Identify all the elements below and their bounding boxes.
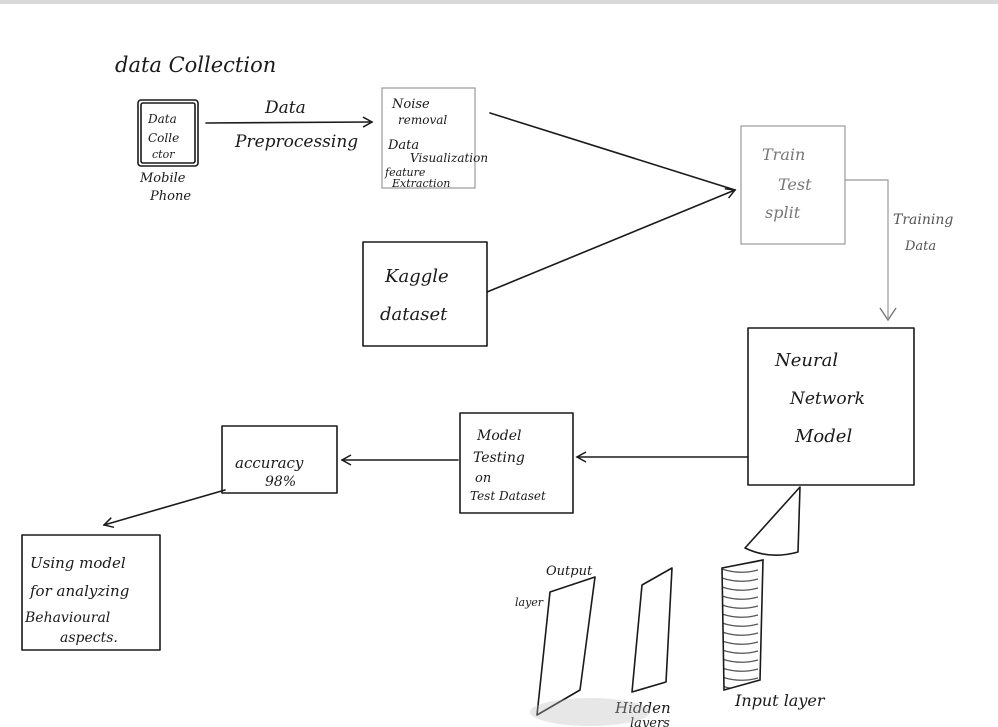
- diagram-title: data Collection: [115, 53, 276, 77]
- box-text: Data: [387, 138, 419, 153]
- box-text: on: [475, 471, 491, 486]
- input-layer: Input layer: [721, 559, 826, 710]
- preprocessing-box: Noise removal Data Visualization feature…: [381, 87, 488, 190]
- merge-line: [489, 112, 736, 191]
- box-text: split: [765, 203, 801, 222]
- layer-label: layer: [515, 596, 544, 609]
- box-text: Test Dataset: [470, 489, 546, 503]
- hidden-layer: Hidden layers: [614, 567, 673, 727]
- accuracy-value: 98%: [265, 474, 296, 490]
- accuracy-box: accuracy 98%: [221, 425, 338, 494]
- cone-shape: [744, 486, 801, 556]
- phone-text: Colle: [148, 131, 179, 145]
- box-text: Kaggle: [384, 266, 449, 287]
- model-testing-box: Model Testing on Test Dataset: [459, 412, 574, 514]
- box-text: Using model: [30, 554, 126, 572]
- phone-text: ctor: [152, 148, 175, 161]
- arrow-label: Data: [264, 98, 306, 118]
- box-text: Train: [762, 145, 805, 164]
- box-text: Test: [778, 175, 812, 194]
- box-text: Model: [476, 428, 522, 444]
- layer-label: Output: [546, 564, 593, 579]
- output-layer: Output layer: [515, 564, 596, 716]
- box-text: Visualization: [410, 151, 488, 165]
- box-text: Noise: [391, 97, 430, 112]
- preprocessing-arrow: Data Preprocessing: [205, 98, 374, 152]
- box-text: Testing: [473, 450, 525, 466]
- box-text: feature: [384, 166, 426, 179]
- merge-arrow: [486, 188, 737, 293]
- usage-box: Using model for analyzing Behavioural as…: [21, 534, 161, 651]
- box-text: accuracy: [235, 454, 304, 472]
- layer-label: Input layer: [734, 691, 826, 710]
- layer-label: layers: [630, 716, 670, 727]
- box-text: Model: [794, 426, 852, 447]
- neural-network-box: Neural Network Model: [747, 327, 915, 486]
- training-data-arrow: [845, 179, 889, 318]
- phone-text: Data: [147, 112, 177, 126]
- box-text: aspects.: [60, 630, 118, 646]
- box-text: dataset: [380, 304, 448, 325]
- arrow-label: Preprocessing: [234, 132, 358, 152]
- train-test-split-box: Train Test split: [740, 125, 846, 245]
- arrow-label: Data: [904, 239, 936, 254]
- phone-caption: Phone: [149, 189, 191, 204]
- layer-label: Hidden: [614, 699, 671, 717]
- phone-caption: Mobile: [139, 171, 186, 186]
- box-text: Extraction: [391, 177, 450, 190]
- arrow-label: Training: [893, 212, 953, 228]
- mobile-phone-node: Data Colle ctor Mobile Phone: [137, 99, 199, 204]
- box-text: Neural: [774, 350, 838, 371]
- box-text: removal: [398, 113, 447, 127]
- kaggle-box: Kaggle dataset: [362, 241, 488, 347]
- box-text: Behavioural: [24, 610, 110, 626]
- box-text: Network: [789, 389, 865, 409]
- box-text: for analyzing: [29, 582, 129, 600]
- accuracy-to-usage-arrow: [102, 489, 226, 529]
- top-border: [0, 0, 998, 4]
- scan-smudge: [530, 698, 650, 726]
